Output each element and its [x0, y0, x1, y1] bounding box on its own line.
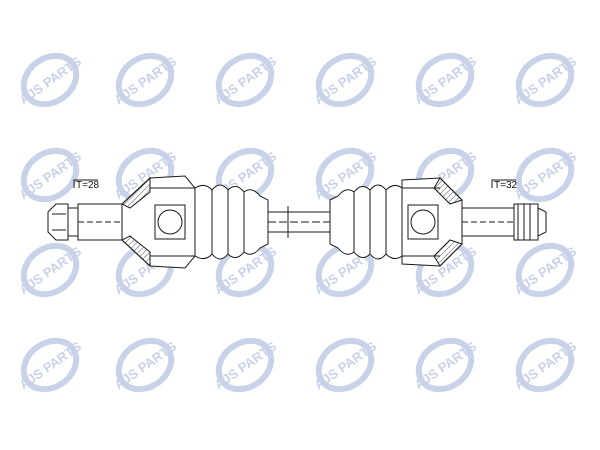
right-boot — [329, 184, 403, 260]
left-cv-joint — [121, 175, 196, 269]
right-spline-leader — [491, 179, 516, 188]
right-cv-joint — [401, 177, 463, 267]
shaft — [267, 206, 331, 238]
left-spline-end — [47, 203, 123, 241]
left-spline-leader — [73, 179, 98, 188]
left-boot — [194, 184, 269, 260]
left-spline-label: T=28 — [76, 180, 100, 191]
right-spline-end — [461, 203, 547, 241]
right-spline-label: T=32 — [494, 180, 518, 191]
